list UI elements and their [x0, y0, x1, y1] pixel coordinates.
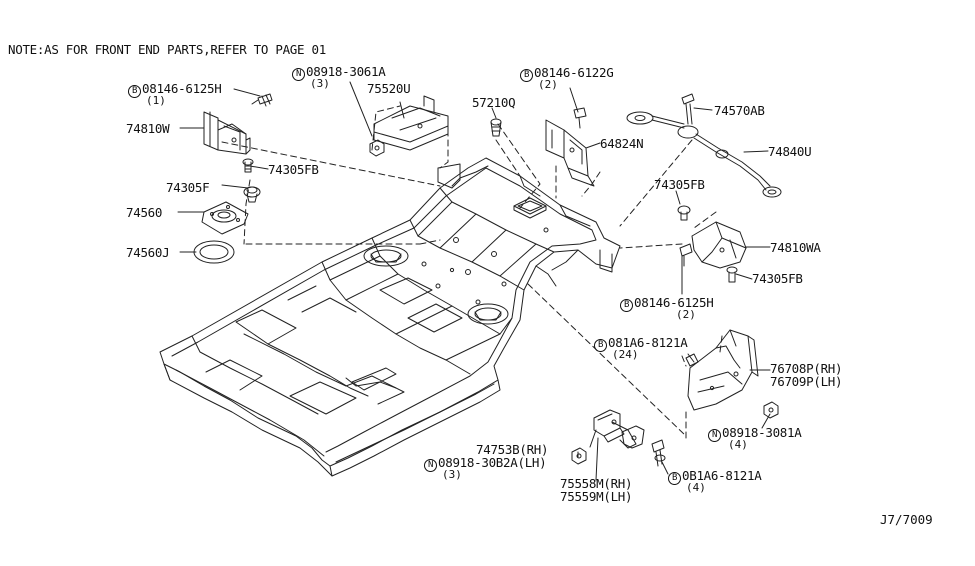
seal-74560j — [193, 240, 235, 264]
clip-74305fb-left — [242, 158, 254, 173]
qty-bolt-08146-6125h-right: (2) — [676, 308, 696, 321]
part-74810w — [203, 111, 251, 155]
nut-08918-3061a — [369, 139, 385, 157]
part-74753b — [593, 409, 637, 449]
bolt-74570ab — [681, 93, 695, 125]
grommet-74305f — [243, 186, 261, 203]
qty-nut-08918-3081a: (4) — [728, 438, 748, 451]
label-74305fb-right-top: 74305FB — [654, 177, 705, 192]
qty-bolt-081a6-8121a-top: (24) — [612, 348, 639, 361]
clip-74305fb-right-top — [677, 205, 691, 221]
label-74305fb-left: 74305FB — [268, 162, 319, 177]
rear-floor-panel — [159, 157, 621, 477]
part-76708p-76709p — [687, 329, 759, 411]
label-76709p: 76709P(LH) — [770, 374, 843, 389]
nut-08918-30b2a — [571, 447, 587, 465]
label-74840u: 74840U — [768, 144, 812, 159]
label-76708p: 76708P(RH) — [770, 361, 843, 376]
plate-74560 — [201, 201, 249, 235]
bolt-08146-6125h-top — [251, 93, 273, 107]
label-75558m: 75558M(RH) — [560, 476, 633, 491]
bolt-prefix-icon: B — [668, 472, 681, 485]
label-74810w: 74810W — [126, 121, 170, 136]
dashed-leaders — [221, 105, 723, 439]
bolt-0b1a6-8121a — [651, 439, 666, 467]
qty-bolt-08146-6125h-top: (1) — [146, 94, 166, 107]
bolt-08146-6125h-right — [679, 243, 693, 267]
label-74560j: 74560J — [126, 245, 170, 260]
label-64824n: 64824N — [600, 136, 644, 151]
nut-08918-3081a — [763, 401, 779, 419]
label-74305f: 74305F — [166, 180, 210, 195]
label-74560: 74560 — [126, 205, 163, 220]
label-74753b: 74753B(RH) — [476, 442, 549, 457]
nut-prefix-icon: N — [424, 459, 437, 472]
part-75520u — [373, 95, 449, 151]
bolt-prefix-icon: B — [128, 85, 141, 98]
cable-74840u — [626, 111, 782, 198]
bolt-08146-6122g — [573, 107, 587, 129]
part-75558m — [621, 425, 645, 449]
bolt-081a6-8121a-top — [685, 353, 699, 367]
clip-74305fb-right-bottom — [726, 266, 738, 283]
qty-nut-08918-3061a: (3) — [310, 77, 330, 90]
qty-bolt-08146-6122g: (2) — [538, 78, 558, 91]
label-74810wa: 74810WA — [770, 240, 821, 255]
qty-bolt-0b1a6-8121a: (4) — [686, 481, 706, 494]
solid-leaders — [177, 81, 771, 481]
bolt-prefix-icon: B — [520, 69, 533, 82]
label-74570ab: 74570AB — [714, 103, 765, 118]
reference-note: NOTE:AS FOR FRONT END PARTS,REFER TO PAG… — [8, 42, 326, 57]
bolt-prefix-icon: B — [620, 299, 633, 312]
nut-prefix-icon: N — [708, 429, 721, 442]
diagram-code: J7/7009 — [880, 512, 933, 527]
bolt-57210q — [490, 118, 502, 137]
part-74810wa — [691, 221, 747, 269]
qty-nut-08918-30b2a: (3) — [442, 468, 462, 481]
label-75559m: 75559M(LH) — [560, 489, 633, 504]
nut-prefix-icon: N — [292, 68, 305, 81]
bracket-64824n — [545, 119, 595, 187]
label-57210q: 57210Q — [472, 95, 516, 110]
bolt-prefix-icon: B — [594, 339, 607, 352]
label-74305fb-right-bottom: 74305FB — [752, 271, 803, 286]
label-75520u: 75520U — [367, 81, 411, 96]
